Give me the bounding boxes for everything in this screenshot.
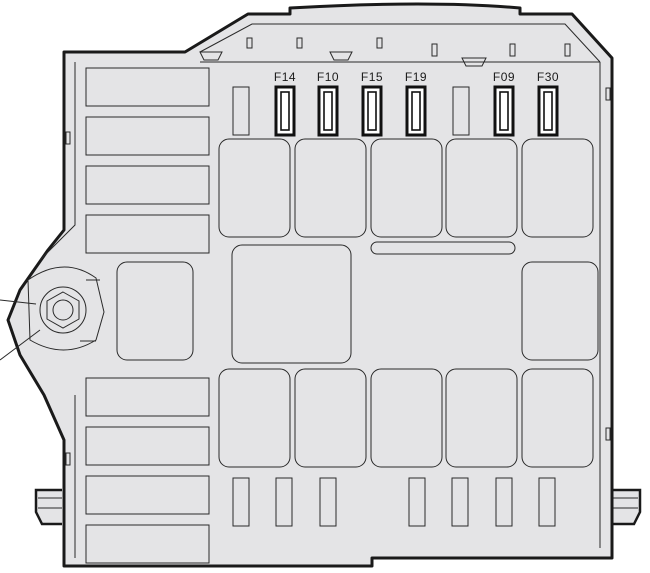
relay-small-left xyxy=(116,261,194,361)
fuse-label: F15 xyxy=(361,70,383,84)
empty-fuse-slots-top xyxy=(232,86,470,136)
fuse-f19: F19 xyxy=(405,70,427,137)
relay-right-middle xyxy=(521,261,599,361)
fuse-inner xyxy=(280,91,290,131)
terminal-stud xyxy=(0,266,105,361)
fuse-f09: F09 xyxy=(493,70,515,137)
fuse-inner xyxy=(411,91,421,131)
fuse-inner xyxy=(543,91,553,131)
relay-row-lower xyxy=(218,368,594,468)
fuse-label: F10 xyxy=(317,70,339,84)
mounting-tab-right xyxy=(610,488,642,526)
middle-bar xyxy=(370,241,516,255)
fuse-inner xyxy=(323,91,333,131)
fuse-label: F19 xyxy=(405,70,427,84)
left-relay-column xyxy=(85,67,210,564)
fuse-inner xyxy=(499,91,509,131)
fuse-inner xyxy=(367,91,377,131)
fuse-f10: F10 xyxy=(317,70,339,137)
fuse-label: F30 xyxy=(537,70,559,84)
highlighted-fuses: F14 F10 F15 F19 F09 F30 xyxy=(274,70,559,137)
empty-fuse-slots-bottom xyxy=(232,477,556,527)
fuse-f15: F15 xyxy=(361,70,383,137)
fuse-f30: F30 xyxy=(537,70,559,137)
fuse-label: F14 xyxy=(274,70,296,84)
relay-row-upper xyxy=(218,138,594,238)
mounting-tab-left xyxy=(34,488,62,526)
fuse-label: F09 xyxy=(493,70,515,84)
relay-large-center xyxy=(231,244,352,364)
top-clips xyxy=(199,37,571,67)
fuse-f14: F14 xyxy=(274,70,296,137)
